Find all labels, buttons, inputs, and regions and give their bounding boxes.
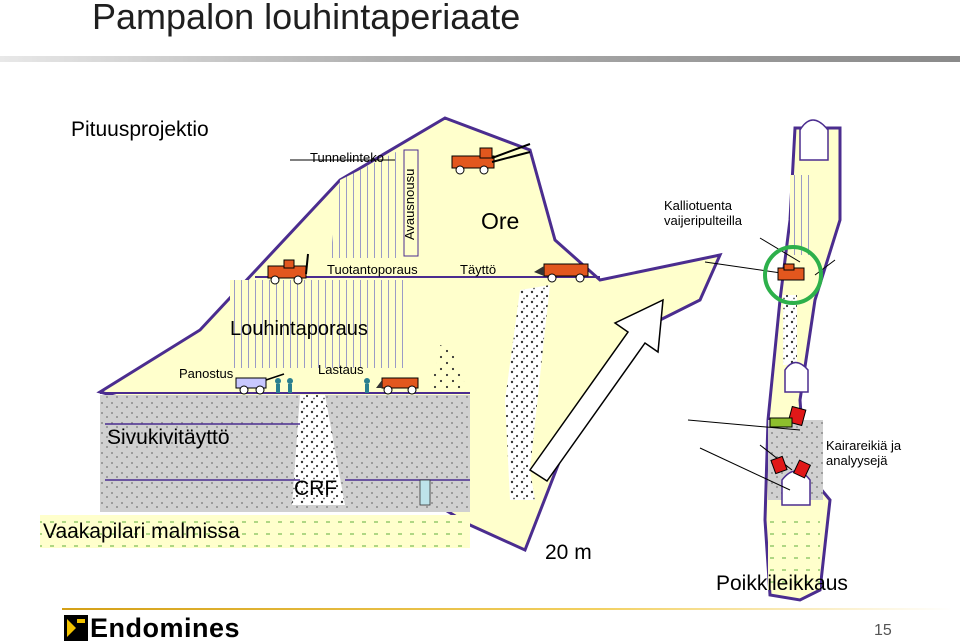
label-raise: Avausnousu [402,168,417,240]
brand-logo: Endomines [64,613,240,643]
raise-shaft [403,149,419,257]
direction-arrow [528,298,664,483]
upper-stope [330,150,400,258]
cross-section-support [790,175,810,255]
fill-loader [534,263,589,283]
label-drillholes: Kairareikiä ja analyysejä [826,438,902,468]
fill-column [505,285,550,500]
label-ore: Ore [481,208,520,234]
cross-section-rig [777,263,805,281]
fill-pile [430,345,468,392]
endomines-mark-icon [64,615,88,641]
marker-green [769,417,793,428]
label-stoping-drilling: Louhintaporaus [230,318,368,340]
label-charging: Panostus [179,366,234,381]
label-fill: Täyttö [460,262,497,277]
page-number: 15 [874,622,892,639]
lower-stope [230,280,405,368]
crf-column [292,395,345,505]
highlight-circle [763,245,823,305]
lower-raise [419,479,431,506]
label-section-title: Pituusprojektio [71,118,209,141]
marker-red [787,405,807,427]
footer-divider [62,608,952,610]
lhd-loader [376,377,419,395]
title-underline [0,56,960,62]
label-scale: 20 m [545,541,592,564]
label-crf: CRF [294,477,338,500]
drift-jumbo [451,143,531,175]
label-production-drilling: Tuotantoporaus [327,262,418,277]
marker-red [770,455,788,475]
label-drift: Tunnelinteko [310,150,384,165]
charging-truck [235,373,285,395]
label-waste-fill: Sivukivitäyttö [107,426,230,449]
drillhole-lines [687,419,801,491]
waste-fill-zone [100,395,470,512]
production-rig [267,253,309,285]
label-rock-support: Kalliotuenta vaijeripulteilla [664,198,743,228]
label-sill-pillar: Vaakapilari malmissa [43,520,240,543]
label-cross-section: Poikkileikkaus [716,572,848,595]
marker-red [792,459,812,479]
page-title: Pampalon louhintaperiaate [92,0,521,37]
label-loading: Lastaus [318,362,364,377]
brand-name: Endomines [90,612,241,643]
sill-pillar [40,515,470,548]
workers [275,378,370,393]
